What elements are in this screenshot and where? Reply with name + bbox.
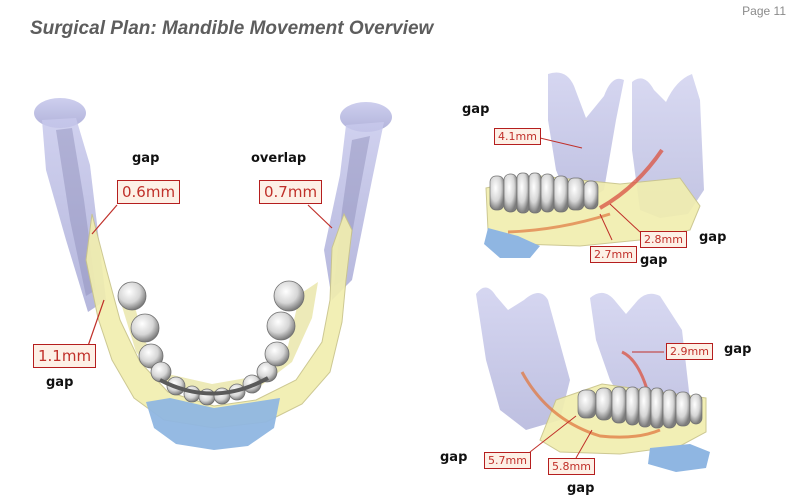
lateral-top-right-gap-label: gap <box>699 230 727 245</box>
lateral-top-bottom-measurement: 2.7mm <box>590 246 637 263</box>
lateral-bottom-right-measurement: 2.9mm <box>666 343 713 360</box>
lateral-bottom-view <box>476 287 710 472</box>
frontal-bottom-gap-label: gap <box>46 375 74 390</box>
slide-title: Surgical Plan: Mandible Movement Overvie… <box>30 18 434 39</box>
lateral-bottom-right-gap-label: gap <box>724 342 752 357</box>
frontal-mandible-view <box>34 98 392 450</box>
lateral-top-gap-label: gap <box>462 102 490 117</box>
lateral-bottom-center-gap-label: gap <box>567 481 595 496</box>
lateral-top-bottom-gap-label: gap <box>640 253 668 268</box>
frontal-right-measurement: 0.7mm <box>259 180 323 204</box>
mandible-body-overlay <box>85 212 353 429</box>
frontal-chin <box>146 398 280 450</box>
frontal-right-overlap-label: overlap <box>251 151 307 166</box>
frontal-left-gap-label: gap <box>132 151 160 166</box>
page-number: Page 11 <box>742 4 786 18</box>
lateral-bottom-teeth <box>577 386 703 429</box>
lateral-top-right-measurement: 2.8mm <box>640 231 687 248</box>
frontal-bottom-measurement: 1.1mm <box>33 344 97 368</box>
lateral-bottom-center-measurement: 5.8mm <box>548 458 595 475</box>
lateral-top-teeth <box>489 172 599 214</box>
lateral-bottom-left-gap-label: gap <box>440 450 468 465</box>
lateral-top-measurement: 4.1mm <box>494 128 541 145</box>
lateral-top-view <box>484 72 704 258</box>
frontal-left-measurement: 0.6mm <box>117 180 181 204</box>
lateral-bottom-left-measurement: 5.7mm <box>484 452 531 469</box>
